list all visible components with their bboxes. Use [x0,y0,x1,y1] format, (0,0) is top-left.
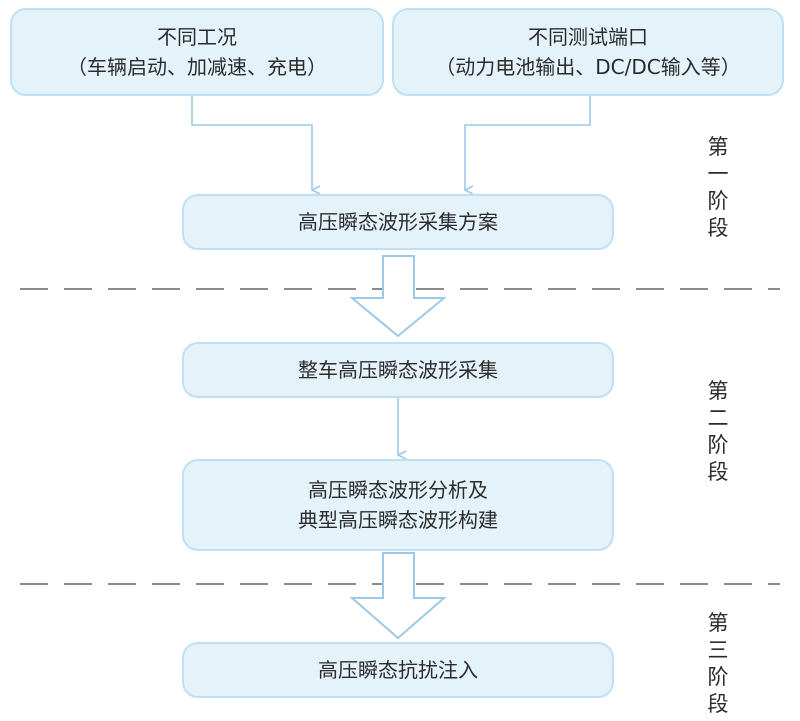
input-box-operating-conditions-title: 不同工况 [157,25,237,49]
hollow-arrow-2 [349,552,447,640]
stage-label-1-char: 第 [707,135,729,159]
stage-label-3: 第 三 阶 段 [698,610,738,718]
input-box-operating-conditions-detail: （车辆启动、加减速、充电） [67,55,327,79]
input-box-test-ports-title: 不同测试端口 [528,25,648,49]
step-immunity-injection: 高压瞬态抗扰注入 [182,642,614,698]
stage-label-3-char: 段 [707,692,729,716]
stage-label-2-char: 第 [707,379,729,403]
hollow-arrow-1 [349,255,447,338]
stage-label-1: 第 一 阶 段 [698,134,738,242]
input-box-operating-conditions: 不同工况 （车辆启动、加减速、充电） [10,8,384,96]
step-vehicle-collection: 整车高压瞬态波形采集 [182,342,614,398]
step-waveform-analysis: 高压瞬态波形分析及 典型高压瞬态波形构建 [182,459,614,551]
stage-label-2-char: 阶 [707,433,729,457]
stage-label-3-char: 阶 [707,665,729,689]
connector-left-input [191,95,312,190]
step-waveform-analysis-line1: 高压瞬态波形分析及 [308,478,488,502]
step-collection-scheme-label: 高压瞬态波形采集方案 [298,210,498,234]
connector-right-input [465,95,591,190]
input-box-test-ports: 不同测试端口 （动力电池输出、DC/DC输入等） [392,8,784,96]
stage-label-3-char: 三 [707,638,729,662]
step-collection-scheme: 高压瞬态波形采集方案 [182,194,614,250]
stage-label-2-char: 段 [707,460,729,484]
stage-label-1-char: 阶 [707,189,729,213]
input-box-test-ports-detail: （动力电池输出、DC/DC输入等） [435,55,741,79]
stage-label-2-char: 二 [707,406,729,430]
stage-label-1-char: 一 [707,162,729,186]
stage-label-3-char: 第 [707,611,729,635]
step-immunity-injection-label: 高压瞬态抗扰注入 [318,658,478,682]
step-vehicle-collection-label: 整车高压瞬态波形采集 [298,358,498,382]
stage-label-2: 第 二 阶 段 [698,378,738,486]
stage-label-1-char: 段 [707,216,729,240]
step-waveform-analysis-line2: 典型高压瞬态波形构建 [298,508,498,532]
